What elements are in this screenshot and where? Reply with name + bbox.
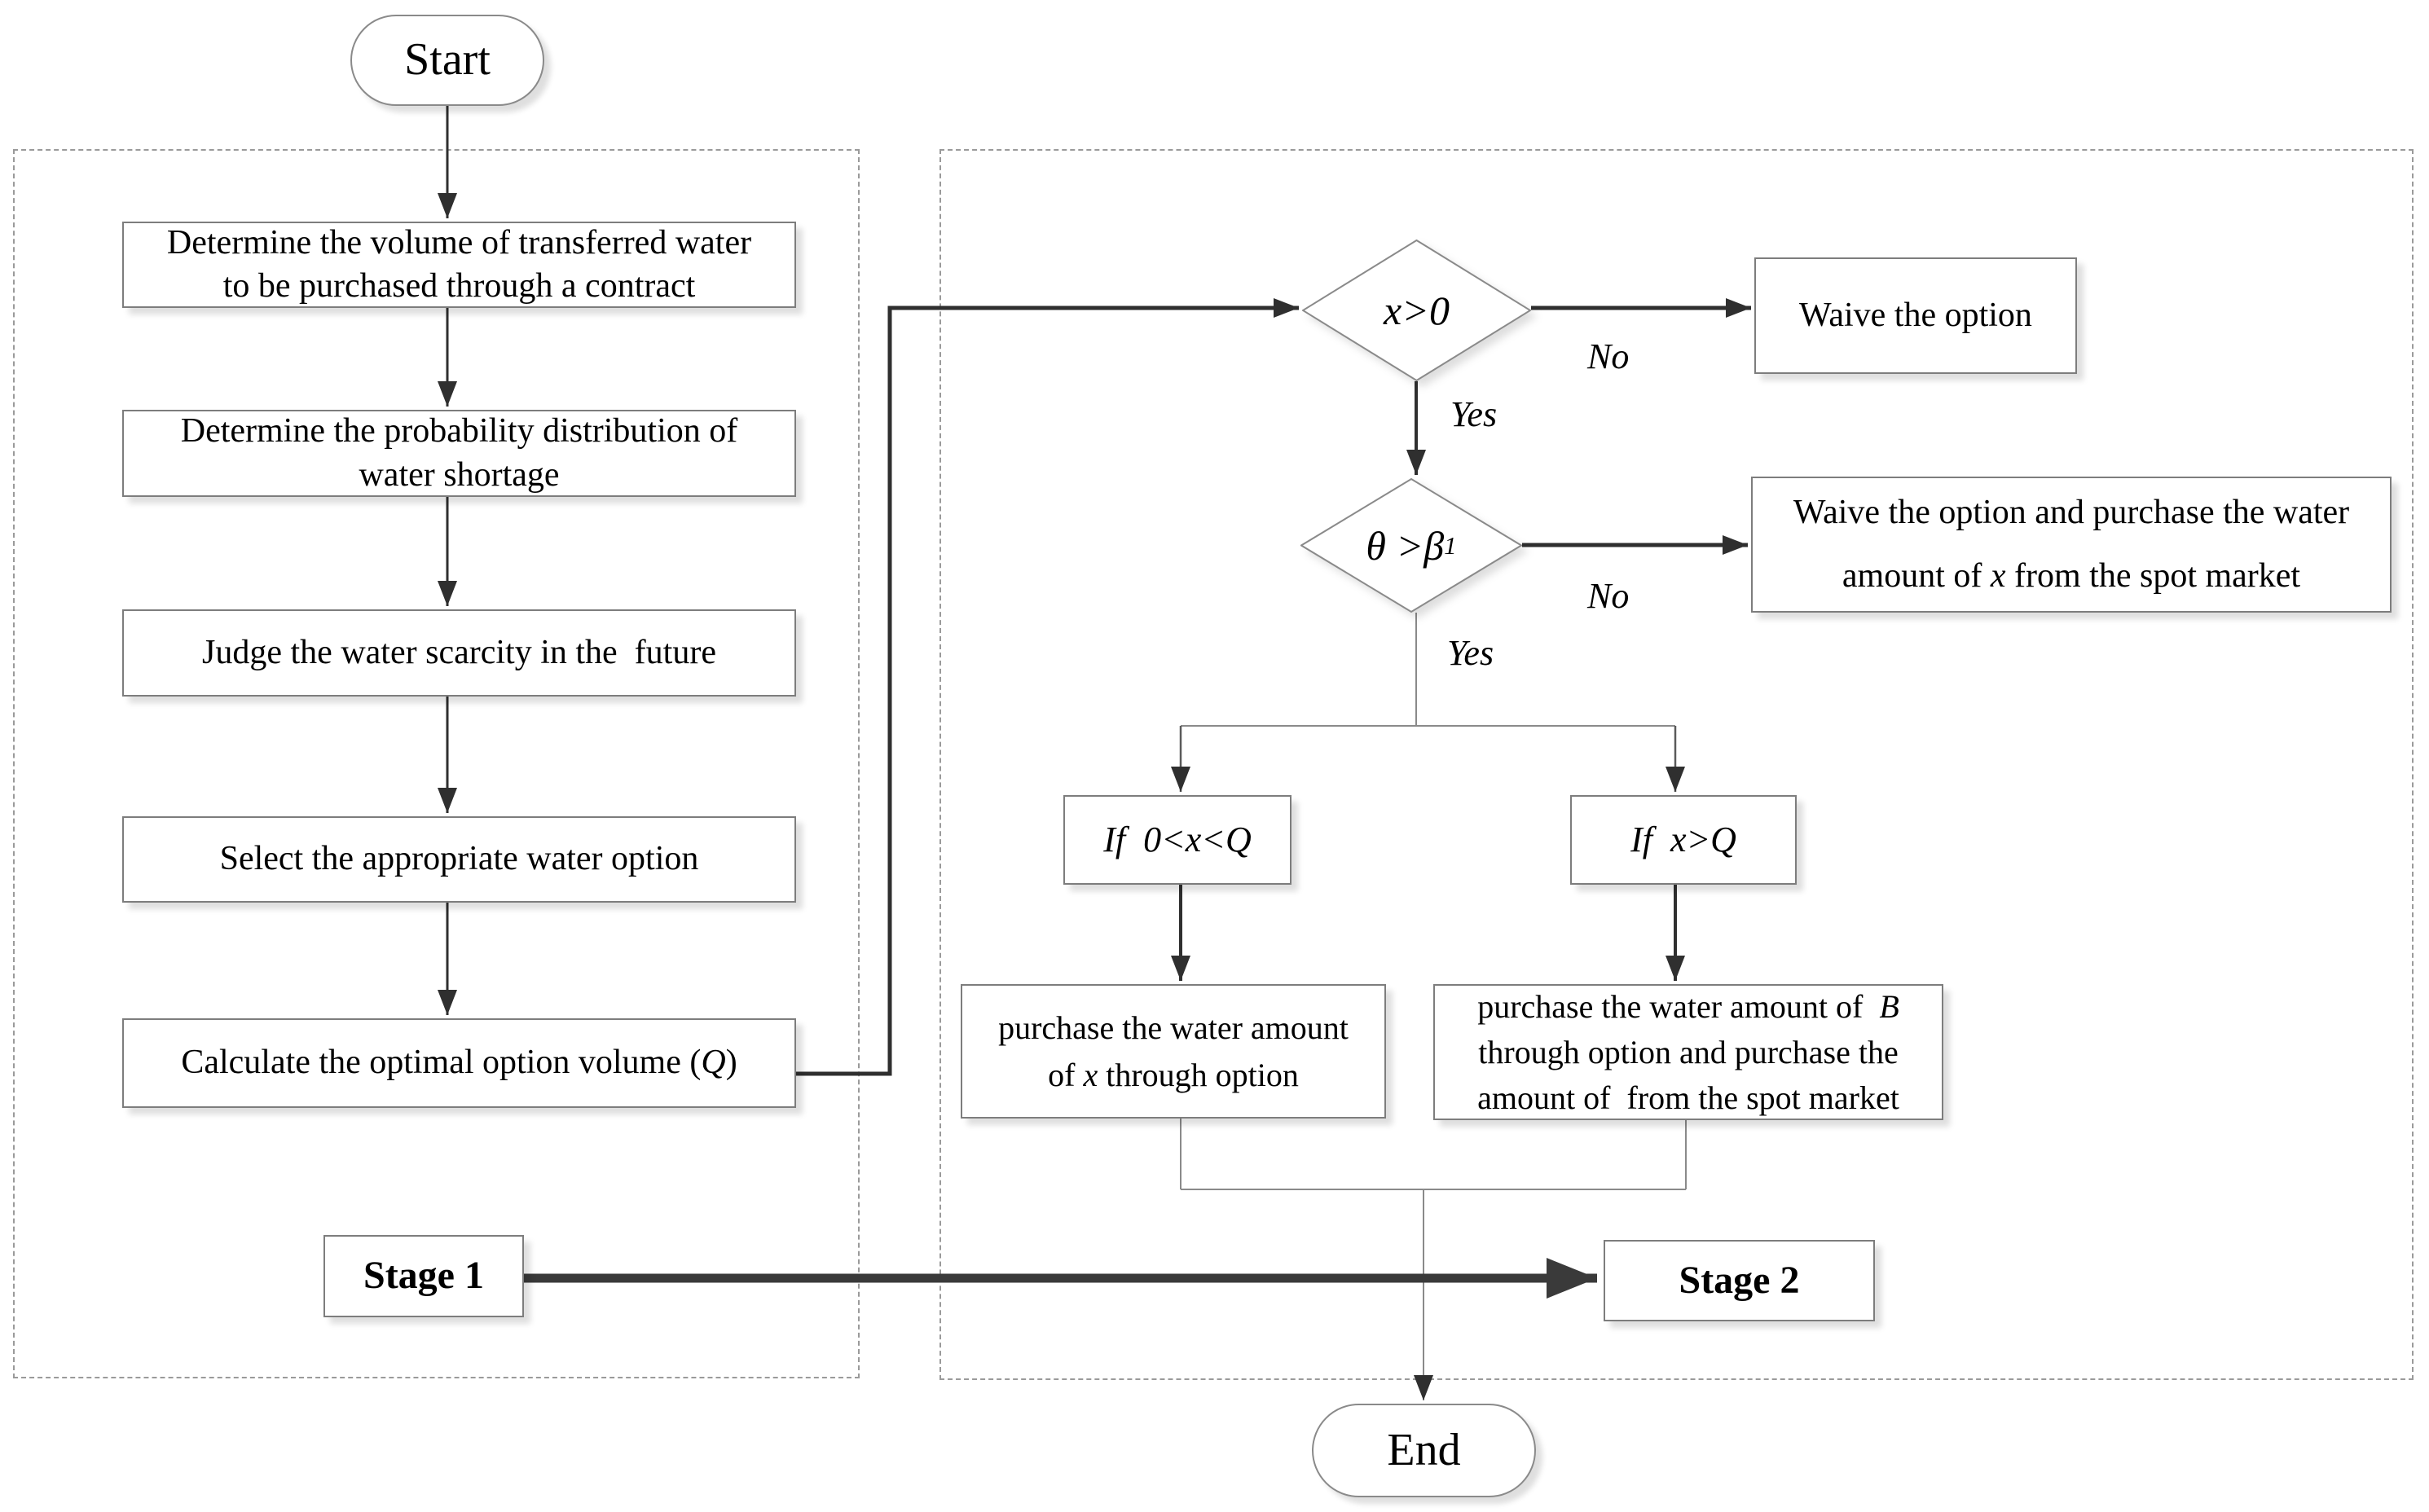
edge-label-no-x0: No	[1587, 336, 1630, 376]
edge-label-yes-theta: Yes	[1447, 633, 1494, 673]
step-determine-volume-label: Determine the volume of transferred wate…	[166, 223, 760, 305]
edge-label-no-theta: No	[1587, 576, 1630, 616]
stage1-box: Stage 1	[323, 1235, 524, 1317]
outcome-waive-spot: Waive the option and purchase the water …	[1751, 477, 2392, 613]
branch-if-greater-label: If x>Q	[1630, 820, 1736, 860]
step-determine-volume: Determine the volume of transferred wate…	[122, 222, 796, 308]
stage2-region	[939, 149, 2414, 1380]
outcome-purchase-b-label: purchase the water amount of B through o…	[1477, 987, 1908, 1116]
stage2-box: Stage 2	[1604, 1240, 1875, 1321]
stage1-label: Stage 1	[363, 1254, 484, 1298]
purchase-b-variable: B	[1879, 987, 1899, 1025]
outcome-waive: Waive the option	[1754, 257, 2077, 374]
decision-x-positive-label: x>0	[1384, 288, 1450, 333]
step-calculate-volume-label: Calculate the optimal option volume (Q)	[181, 1044, 737, 1082]
step-determine-probability-label: Determine the probability distribution o…	[180, 412, 746, 494]
step-select-option-label: Select the appropriate water option	[219, 840, 699, 878]
edge-label-yes-x0: Yes	[1450, 394, 1498, 434]
calc-q-variable: Q	[701, 1044, 726, 1082]
start-node: Start	[350, 15, 544, 106]
decision-x-positive: x>0	[1302, 240, 1531, 381]
beta-subscript: 1	[1444, 530, 1457, 560]
decision-x-positive-shape	[1302, 240, 1531, 381]
waive-spot-x-variable: x	[1990, 556, 2006, 595]
branch-if-between-label: If 0<x<Q	[1103, 820, 1252, 860]
branch-if-greater: If x>Q	[1570, 795, 1797, 885]
step-determine-probability: Determine the probability distribution o…	[122, 410, 796, 497]
decision-theta-beta-shape	[1300, 478, 1522, 613]
outcome-purchase-x: purchase the water amount of x through o…	[961, 984, 1386, 1119]
end-label: End	[1387, 1424, 1461, 1475]
edge-calculate-to-x0	[796, 298, 1299, 1076]
start-label: Start	[404, 34, 491, 86]
stage2-label: Stage 2	[1679, 1258, 1800, 1302]
step-judge-scarcity-label: Judge the water scarcity in the future	[202, 633, 716, 671]
step-select-option: Select the appropriate water option	[122, 816, 796, 903]
purchase-x-variable: x	[1083, 1056, 1098, 1093]
outcome-purchase-x-label: purchase the water amount of x through o…	[998, 1009, 1357, 1093]
step-calculate-volume: Calculate the optimal option volume (Q)	[122, 1018, 796, 1108]
stage1-region	[13, 149, 860, 1378]
branch-if-between: If 0<x<Q	[1063, 795, 1292, 885]
end-node: End	[1312, 1404, 1536, 1497]
outcome-waive-spot-label: Waive the option and purchase the water …	[1793, 493, 2358, 595]
outcome-waive-label: Waive the option	[1799, 296, 2032, 334]
outcome-purchase-b: purchase the water amount of B through o…	[1433, 984, 1943, 1120]
step-judge-scarcity: Judge the water scarcity in the future	[122, 609, 796, 697]
